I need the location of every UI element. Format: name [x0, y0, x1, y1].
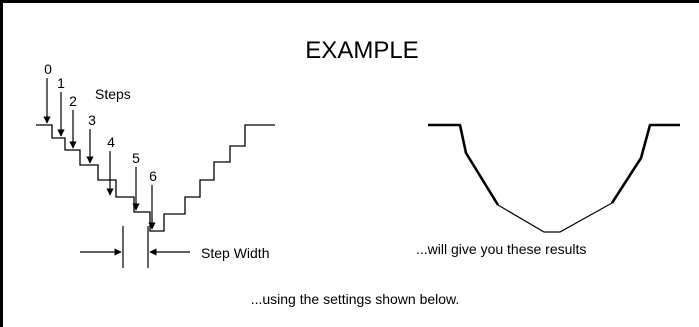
panel-border-top [0, 0, 699, 3]
diagram-title: EXAMPLE [305, 37, 418, 64]
step-number-4: 4 [107, 134, 115, 150]
footer-text: ...using the settings shown below. [251, 291, 460, 307]
step-number-5: 5 [132, 150, 140, 166]
steps-label: Steps [95, 86, 131, 102]
results-label: ...will give you these results [416, 241, 586, 257]
panel-border-left [0, 0, 3, 327]
result-profile [428, 123, 500, 206]
result-profile-curve [497, 202, 613, 233]
step-number-0: 0 [44, 61, 52, 77]
step-number-2: 2 [69, 93, 77, 109]
step-number-6: 6 [149, 168, 157, 184]
step-width-label: Step Width [201, 245, 269, 261]
step-number-1: 1 [57, 75, 65, 91]
result-profile-right [610, 123, 680, 204]
stepped-profile [36, 124, 275, 232]
step-number-3: 3 [88, 112, 96, 128]
